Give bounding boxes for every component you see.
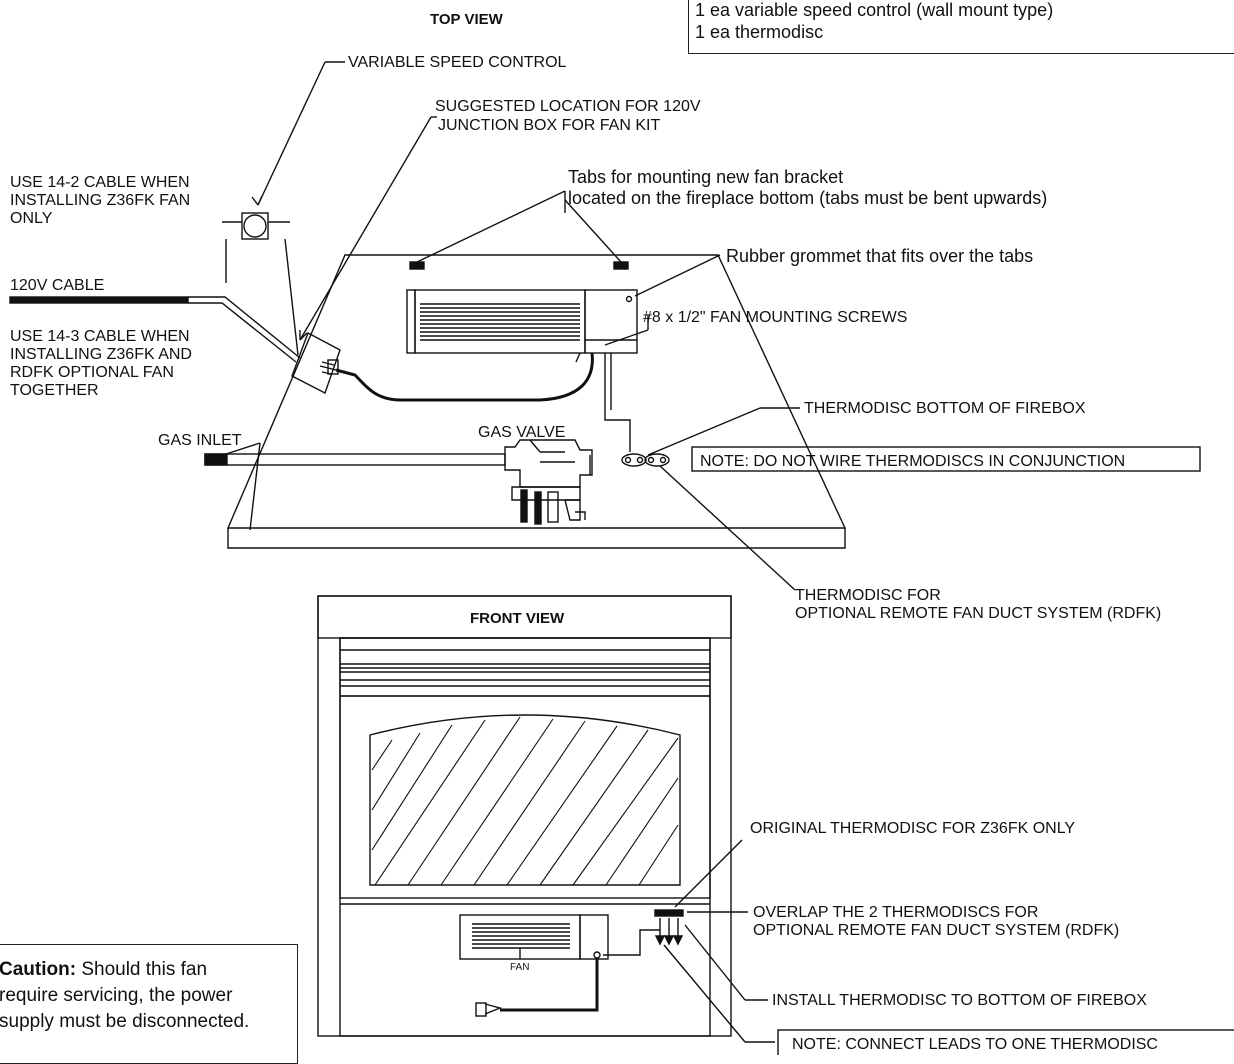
caution-label: Caution: [0, 959, 77, 980]
label-thermodisc-rdfk-2: OPTIONAL REMOTE FAN DUCT SYSTEM (RDFK) [795, 605, 1161, 622]
label-rubber-grommet: Rubber grommet that fits over the tabs [726, 246, 1033, 266]
fan-unit-top [406, 289, 638, 363]
label-gas-valve: GAS VALVE [478, 424, 565, 441]
caution-line-2: require servicing, the power [0, 985, 233, 1006]
thermodiscs-top [621, 453, 670, 467]
label-fan-mounting-screws: #8 x 1/2" FAN MOUNTING SCREWS [643, 309, 907, 326]
mounting-tab-left [409, 261, 425, 270]
label-cable-14-3-line2: INSTALLING Z36FK AND [10, 346, 192, 363]
label-tabs-line1: Tabs for mounting new fan bracket [568, 167, 843, 187]
parts-list-box: 1 ea variable speed control (wall mount … [688, 0, 1234, 54]
note-connect-box [777, 1029, 1234, 1055]
label-cable-14-3-line1: USE 14-3 CABLE WHEN [10, 328, 190, 345]
variable-speed-control [222, 212, 290, 240]
note-no-wire-box [691, 446, 1201, 472]
label-thermodisc-bottom: THERMODISC BOTTOM OF FIREBOX [804, 400, 1086, 417]
label-cable-14-3-line3: RDFK OPTIONAL FAN [10, 364, 174, 381]
gas-inlet-pipe [204, 453, 506, 466]
label-overlap-line1: OVERLAP THE 2 THERMODISCS FOR [753, 904, 1038, 921]
front-view-title: FRONT VIEW [470, 610, 565, 627]
label-variable-speed-control: VARIABLE SPEED CONTROL [348, 54, 567, 71]
label-120v-cable: 120V CABLE [10, 277, 104, 294]
firebox-glass [369, 714, 681, 886]
label-cable-14-2-line2: INSTALLING Z36FK FAN [10, 192, 190, 209]
label-original-thermodisc: ORIGINAL THERMODISC FOR Z36FK ONLY [750, 820, 1075, 837]
caution-text: Should this fan [81, 959, 208, 980]
note-connect-leads: NOTE: CONNECT LEADS TO ONE THERMODISC [792, 1036, 1158, 1053]
caution-box: Caution: Should this fan require servici… [0, 944, 298, 1064]
label-junction-box-1: SUGGESTED LOCATION FOR 120V [435, 98, 701, 115]
label-thermodisc-rdfk-1: THERMODISC FOR [795, 587, 941, 604]
label-gas-inlet: GAS INLET [158, 432, 242, 449]
fireplace-front [317, 595, 732, 1037]
label-fan: FAN [510, 962, 529, 973]
note-no-wire-thermodiscs: NOTE: DO NOT WIRE THERMODISCS IN CONJUNC… [700, 453, 1125, 470]
label-cable-14-2-line1: USE 14-2 CABLE WHEN [10, 174, 190, 191]
top-view-title: TOP VIEW [430, 11, 504, 28]
label-cable-14-3-line4: TOGETHER [10, 382, 99, 399]
junction-box [291, 332, 341, 394]
label-junction-box-2: JUNCTION BOX FOR FAN KIT [438, 117, 660, 134]
power-cord-top [335, 352, 594, 402]
label-overlap-line2: OPTIONAL REMOTE FAN DUCT SYSTEM (RDFK) [753, 922, 1119, 939]
mounting-tab-right [613, 261, 629, 270]
fan-unit-front [459, 914, 609, 960]
label-tabs-line2: located on the fireplace bottom (tabs mu… [568, 188, 1047, 208]
parts-list-line-2: 1 ea thermodisc [695, 22, 824, 42]
label-install-thermodisc: INSTALL THERMODISC TO BOTTOM OF FIREBOX [772, 992, 1147, 1009]
cable-120v [9, 296, 189, 304]
caution-line-3: supply must be disconnected. [0, 1011, 250, 1032]
gas-valve-top [504, 439, 593, 525]
parts-list-line-1: 1 ea variable speed control (wall mount … [695, 0, 1054, 20]
label-cable-14-2-line3: ONLY [10, 210, 53, 227]
